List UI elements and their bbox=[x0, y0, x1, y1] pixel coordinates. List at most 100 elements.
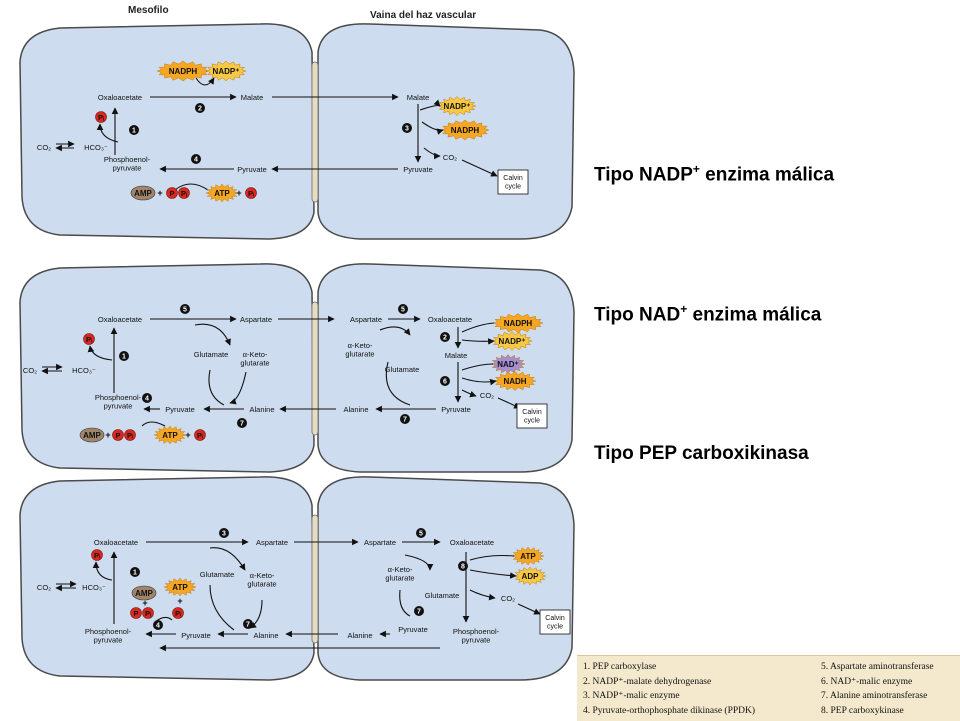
enzyme-marker bbox=[243, 619, 253, 629]
metabolite-alanine-bs: Alanine bbox=[343, 405, 368, 414]
mesophyll-cell bbox=[19, 23, 315, 240]
phosphate-label: Pᵢ bbox=[197, 431, 203, 440]
nadph-core bbox=[498, 317, 538, 329]
enzyme-number: 3 bbox=[222, 531, 226, 538]
curve-nadp-in bbox=[419, 99, 441, 111]
phosphate-label: Pᵢ bbox=[127, 431, 133, 440]
curve-co2-release bbox=[469, 589, 496, 601]
metabolite-glutamate: Glutamate bbox=[200, 570, 235, 579]
curve-glu-ala-bs bbox=[399, 589, 411, 617]
mesophyll-header: Mesofilo bbox=[128, 5, 169, 16]
nadp-label: NADP⁺ bbox=[213, 67, 240, 76]
phosphate-label: Pᵢ bbox=[181, 189, 187, 198]
enzyme-marker bbox=[130, 567, 140, 577]
plus-sign: + bbox=[142, 598, 147, 608]
metabolite-pyruvate: Pyruvate bbox=[165, 405, 195, 414]
amp-oval bbox=[79, 427, 105, 443]
enzyme-number: 1 bbox=[132, 128, 136, 135]
enzyme-number: 7 bbox=[417, 609, 421, 616]
arrow-co2-calvin bbox=[517, 603, 541, 615]
curve-atp-in bbox=[469, 554, 515, 561]
enzyme-number: 4 bbox=[145, 396, 149, 403]
metabolite-co2: CO₂ bbox=[37, 143, 51, 152]
enzyme-number: 1 bbox=[133, 570, 137, 577]
metabolite-akg: α-Keto-glutarate bbox=[247, 571, 276, 589]
metabolite-pyruvate-bs: Pyruvate bbox=[398, 625, 428, 634]
plasmodesma-wall bbox=[311, 514, 319, 644]
nadph-core bbox=[162, 65, 204, 77]
metabolite-co2-bs: CO₂ bbox=[443, 153, 457, 162]
metabolite-hco3: HCO₃⁻ bbox=[82, 583, 106, 592]
legend-item: 8. PEP carboxykinase bbox=[821, 705, 904, 716]
metabolite-pep: Phosphoenol-pyruvate bbox=[85, 627, 132, 645]
phosphate-marker bbox=[124, 429, 136, 441]
atp-bs-core bbox=[517, 551, 539, 561]
enzyme-marker bbox=[191, 154, 201, 164]
phosphate-label: Pᵢ bbox=[98, 113, 104, 122]
metabolite-co2-bs: CO₂ bbox=[480, 391, 494, 400]
curve-atp-use bbox=[154, 616, 173, 623]
legend-item: 1. PEP carboxylase bbox=[583, 662, 657, 672]
label-nad-me-type: Tipo NAD+ enzima málica bbox=[594, 302, 822, 326]
legend-item: 4. Pyruvate-orthophosphate dikinase (PPD… bbox=[583, 705, 756, 716]
curve-nadp-out bbox=[461, 338, 495, 345]
enzyme-number: 3 bbox=[405, 126, 409, 133]
nadph-label: NADPH bbox=[504, 319, 533, 328]
metabolite-aspartate: Aspartate bbox=[240, 315, 272, 324]
legend-item: 7. Alanine aminotransferase bbox=[821, 691, 928, 701]
nadph-bs-label: NADPH bbox=[451, 126, 480, 135]
enzyme-number: 2 bbox=[443, 335, 447, 342]
curve-glu-akg-meso bbox=[209, 547, 246, 571]
plasmodesma-wall bbox=[311, 301, 319, 436]
enzyme-marker bbox=[414, 606, 424, 616]
amp-label: AMP bbox=[135, 589, 153, 598]
phosphate-marker bbox=[178, 187, 190, 199]
enzyme-number: 4 bbox=[194, 157, 198, 164]
mesophyll-cell bbox=[19, 476, 315, 681]
phosphate-label: Pᵢ bbox=[175, 609, 181, 618]
phosphate-marker bbox=[112, 429, 124, 441]
enzyme-number: 6 bbox=[443, 379, 447, 386]
metabolite-alanine: Alanine bbox=[249, 405, 274, 414]
nadh-core bbox=[499, 375, 531, 387]
phosphate-label: P bbox=[115, 431, 120, 440]
phosphate-label: Pᵢ bbox=[248, 189, 254, 198]
atp-core bbox=[159, 430, 181, 440]
curve-akg-glu-bs bbox=[379, 326, 411, 336]
metabolite-co2-bs: CO₂ bbox=[501, 594, 515, 603]
nadp-core bbox=[211, 65, 241, 77]
enzyme-number: 7 bbox=[246, 622, 250, 629]
phosphate-label: Pᵢ bbox=[86, 335, 92, 344]
arrow-co2-calvin bbox=[461, 159, 498, 177]
metabolite-oxaloacetate-bs: Oxaloacetate bbox=[428, 315, 472, 324]
phosphate-marker bbox=[95, 111, 107, 123]
phosphate-marker bbox=[142, 607, 154, 619]
metabolite-aspartate-bs: Aspartate bbox=[364, 538, 396, 547]
phosphate-label: Pᵢ bbox=[94, 551, 100, 560]
enzyme-marker bbox=[402, 123, 412, 133]
metabolite-akg-bs: α-Keto-glutarate bbox=[385, 565, 414, 583]
plus-sign: + bbox=[177, 596, 182, 606]
metabolite-pyruvate-bs: Pyruvate bbox=[403, 165, 433, 174]
metabolite-malate: Malate bbox=[241, 93, 264, 102]
metabolite-oxaloacetate-bs: Oxaloacetate bbox=[450, 538, 494, 547]
phosphate-marker bbox=[172, 607, 184, 619]
enzyme-marker bbox=[219, 528, 229, 538]
atp-bs-label: ATP bbox=[520, 552, 536, 561]
plus-sign: + bbox=[157, 188, 162, 198]
metabolite-hco3: HCO₃⁻ bbox=[72, 366, 96, 375]
curve-nad-in bbox=[461, 363, 494, 371]
metabolite-glutamate-bs: Glutamate bbox=[385, 365, 420, 374]
nadh-label: NADH bbox=[503, 377, 526, 386]
nadph-bs-core bbox=[446, 124, 484, 136]
enzyme-number: 4 bbox=[156, 623, 160, 630]
amp-oval bbox=[130, 185, 156, 201]
enzyme-number: 7 bbox=[240, 421, 244, 428]
enzyme-number: 5 bbox=[419, 531, 423, 538]
metabolite-oxaloacetate: Oxaloacetate bbox=[98, 93, 142, 102]
legend-item: 2. NADP⁺-malate dehydrogenase bbox=[583, 676, 712, 687]
nadp-label: NADP⁺ bbox=[499, 337, 526, 346]
